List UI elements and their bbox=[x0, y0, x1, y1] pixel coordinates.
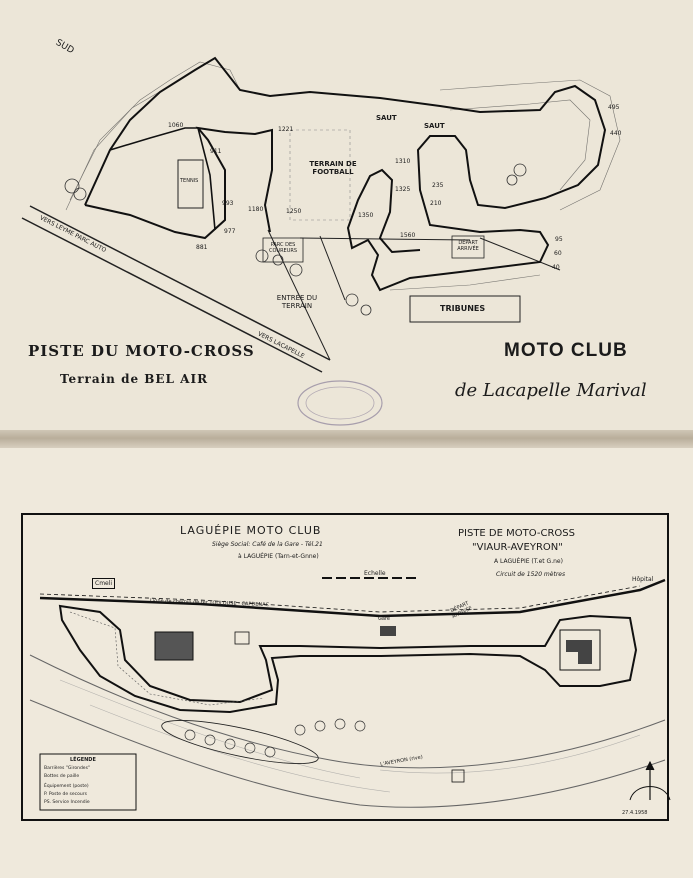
hopital-label: Hôpital bbox=[632, 576, 654, 583]
entree-label: ENTRÉE DU TERRAIN bbox=[276, 294, 318, 310]
saut-label-1: SAUT bbox=[376, 114, 397, 122]
road-leyme-edge-2 bbox=[21, 217, 323, 373]
distance-marker: 1250 bbox=[286, 208, 302, 215]
parc-label: PARC DES COUREURS bbox=[268, 242, 298, 254]
track-left-branch bbox=[109, 127, 216, 231]
distance-marker: 60 bbox=[554, 250, 562, 257]
legend-title: LÉGENDE bbox=[70, 757, 96, 763]
legend-item: Barrières "Girondes" bbox=[44, 766, 90, 771]
top-map-subtitle: Terrain de BEL AIR bbox=[60, 372, 209, 386]
distance-marker: 993 bbox=[222, 200, 234, 207]
building-left bbox=[154, 631, 194, 661]
tree-clusters bbox=[64, 163, 527, 316]
legend-item: PS. Service Incendie bbox=[44, 800, 90, 805]
legend-box bbox=[39, 753, 137, 811]
football-field bbox=[289, 129, 351, 221]
club-subtitle: de Lacapelle Marival bbox=[455, 380, 647, 401]
track-circuit bbox=[58, 604, 638, 714]
map-date: 27.4.1958 bbox=[622, 810, 648, 816]
building-gare bbox=[380, 626, 396, 636]
distance-marker: 881 bbox=[196, 244, 208, 251]
legend-item: P. Poste de secours bbox=[44, 792, 87, 797]
circuit-length: Circuit de 1520 mètres bbox=[496, 571, 566, 578]
roads bbox=[21, 205, 561, 373]
piste-name: "VIAUR-AVEYRON" bbox=[472, 542, 563, 553]
football-label: TERRAIN DE FOOTBALL bbox=[309, 160, 357, 176]
gare-label: Gare bbox=[378, 616, 390, 622]
depart-label-top: DÉPART ARRIVÉE bbox=[457, 240, 479, 252]
scale-label: Echelle bbox=[364, 570, 386, 577]
siege-social: Siège Social: Café de la Gare - Tél.21 bbox=[212, 541, 323, 548]
tennis-court bbox=[177, 159, 204, 209]
distance-marker: 1350 bbox=[358, 212, 374, 219]
distance-marker: 495 bbox=[608, 104, 620, 111]
road-entree bbox=[267, 229, 331, 361]
depart-box bbox=[451, 235, 485, 259]
distance-marker: 40 bbox=[552, 264, 560, 271]
distance-marker: 911 bbox=[210, 148, 222, 155]
club-title: MOTO CLUB bbox=[504, 340, 628, 361]
top-page bbox=[0, 0, 693, 438]
distance-marker: 210 bbox=[430, 200, 442, 207]
river-hatching bbox=[59, 679, 641, 793]
legend-item: Équipement (poste) bbox=[44, 784, 89, 789]
river-bank-2 bbox=[29, 699, 666, 808]
track-main-loop bbox=[84, 56, 607, 292]
distance-marker: 440 bbox=[610, 130, 622, 137]
terrain-hatching bbox=[65, 61, 621, 291]
distance-marker: 977 bbox=[224, 228, 236, 235]
distance-marker: 95 bbox=[555, 236, 563, 243]
track-inner-loop bbox=[84, 126, 273, 240]
building-right bbox=[559, 629, 601, 671]
saut-label-2: SAUT bbox=[424, 122, 445, 130]
road-entree-2 bbox=[319, 235, 346, 301]
bottom-club-name: LAGUÉPIE MOTO CLUB bbox=[180, 524, 322, 537]
corner-label: Cmeli bbox=[92, 578, 116, 589]
page-fold bbox=[0, 430, 693, 448]
distance-marker: 1221 bbox=[278, 126, 294, 133]
top-map-title: PISTE DU MOTO-CROSS bbox=[28, 342, 255, 360]
north-arrow-icon bbox=[629, 760, 671, 801]
tribunes-stand bbox=[409, 295, 521, 323]
bel-air-track-map bbox=[21, 56, 621, 373]
distance-marker: 235 bbox=[432, 182, 444, 189]
river-bank-1 bbox=[29, 654, 666, 769]
distance-marker: 1180 bbox=[248, 206, 264, 213]
piste-title: PISTE DE MOTO-CROSS bbox=[458, 528, 575, 539]
railway-line bbox=[39, 578, 666, 618]
distance-marker: 1060 bbox=[168, 122, 184, 129]
piste-location: A LAGUÉPIE (T.et G.ne) bbox=[494, 558, 563, 565]
map-frame bbox=[21, 513, 669, 821]
tennis-label: TENNIS bbox=[180, 178, 199, 184]
distance-marker: 1325 bbox=[395, 186, 411, 193]
bottom-page bbox=[0, 438, 693, 878]
distance-marker: 1560 bbox=[400, 232, 416, 239]
ville-label: à LAGUÉPIE (Tarn-et-Gnne) bbox=[238, 553, 319, 560]
distance-marker: 1310 bbox=[395, 158, 411, 165]
legend-item: Bottes de paille bbox=[44, 774, 80, 779]
tribunes-label: TRIBUNES bbox=[440, 304, 486, 313]
tree-island bbox=[161, 720, 319, 764]
road-leyme-edge-1 bbox=[29, 205, 331, 361]
